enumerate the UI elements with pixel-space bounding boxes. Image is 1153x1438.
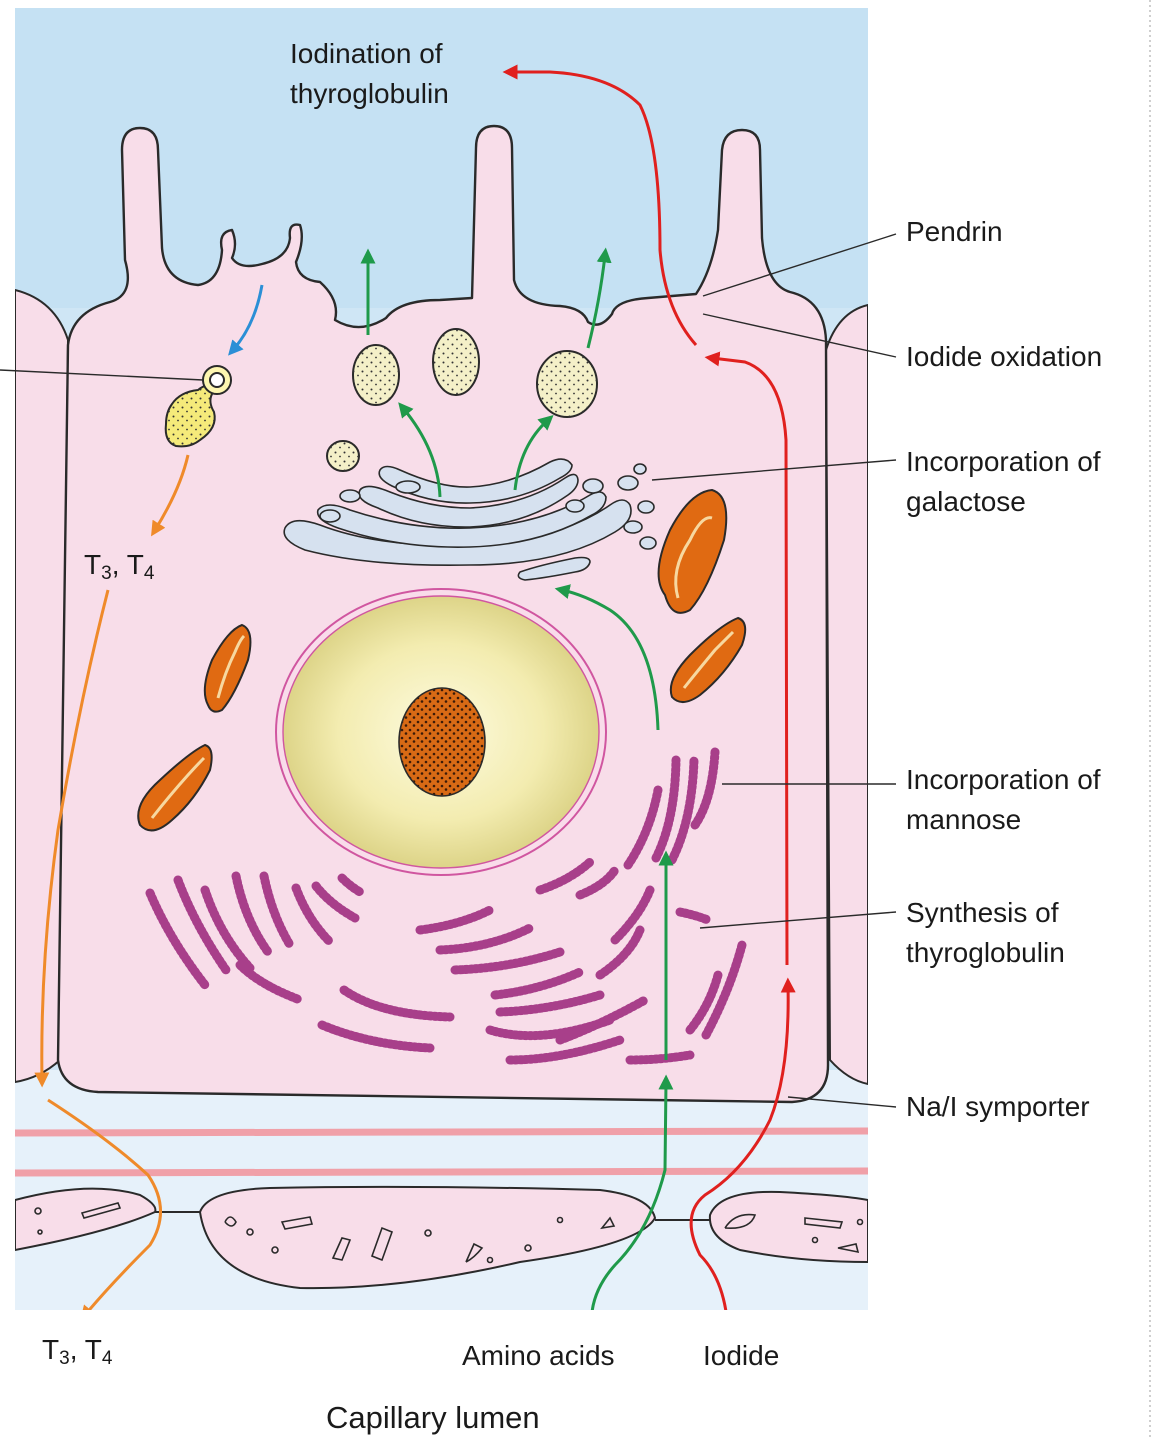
- label-pendrin: Pendrin: [906, 212, 1003, 252]
- label-symporter: Na/I symporter: [906, 1087, 1090, 1127]
- label-synthesis-line2: thyroglobulin: [906, 933, 1065, 973]
- label-iodide: Iodide: [703, 1336, 779, 1376]
- t4-letter: , T: [112, 549, 144, 580]
- label-synthesis-line1: Synthesis of: [906, 893, 1065, 933]
- label-iodination: Iodination of thyroglobulin: [290, 34, 449, 114]
- t4-letter: , T: [70, 1334, 102, 1365]
- t4-subscript: 4: [102, 1348, 113, 1369]
- t3-letter: T: [42, 1334, 59, 1365]
- t4-subscript: 4: [144, 563, 155, 584]
- t3-letter: T: [84, 549, 101, 580]
- basement-membrane-upper: [15, 1131, 868, 1133]
- label-mannose: Incorporation of mannose: [906, 760, 1101, 840]
- label-t3-t4-released: T3, T4: [42, 1330, 112, 1379]
- t3-subscript: 3: [101, 563, 112, 584]
- t3-subscript: 3: [59, 1348, 70, 1369]
- label-iodide-oxidation: Iodide oxidation: [906, 337, 1102, 377]
- label-galactose-line1: Incorporation of: [906, 442, 1101, 482]
- label-galactose: Incorporation of galactose: [906, 442, 1101, 522]
- label-synthesis: Synthesis of thyroglobulin: [906, 893, 1065, 973]
- nucleolus: [399, 688, 485, 796]
- neighbor-cell-right: [826, 305, 868, 1084]
- label-mannose-line1: Incorporation of: [906, 760, 1101, 800]
- label-amino-acids: Amino acids: [462, 1336, 615, 1376]
- label-capillary-lumen: Capillary lumen: [326, 1398, 540, 1438]
- label-t3-t4-intracellular: T3, T4: [84, 545, 154, 594]
- label-iodination-line1: Iodination of: [290, 34, 449, 74]
- nucleus: [276, 589, 606, 875]
- label-mannose-line2: mannose: [906, 800, 1101, 840]
- label-galactose-line2: galactose: [906, 482, 1101, 522]
- label-iodination-line2: thyroglobulin: [290, 74, 449, 114]
